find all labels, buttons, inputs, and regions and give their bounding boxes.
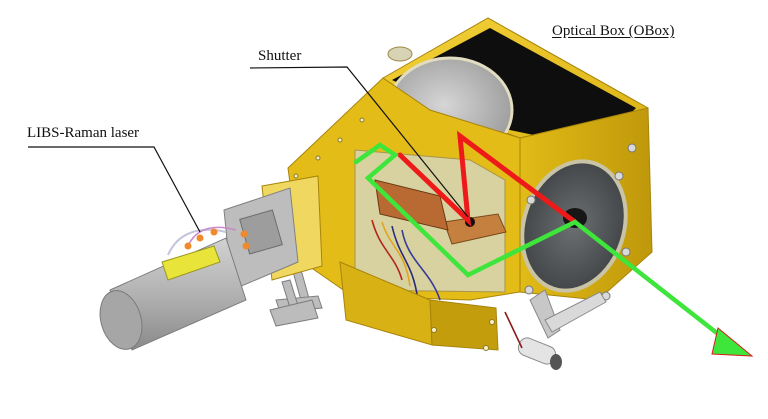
optical-box (275, 17, 653, 370)
laser-support (269, 279, 319, 327)
wiring (371, 219, 441, 301)
optical-box-label: Optical Box (OBox) (552, 23, 675, 39)
beam-arrowhead (711, 327, 754, 357)
beam-paths (353, 130, 754, 357)
leader-lines (28, 66, 469, 233)
shutter-leader (249, 66, 469, 218)
laser-label: LIBS-Raman laser (27, 125, 140, 141)
top-knob (387, 46, 413, 62)
laser-fittings (167, 226, 250, 256)
laser-leader (28, 146, 201, 233)
libs-raman-laser (99, 175, 323, 351)
output-mount (504, 289, 607, 370)
shutter-board (443, 213, 507, 245)
shutter-label: Shutter (258, 48, 302, 64)
lower-enclosure-front (429, 299, 499, 351)
outgoing-beam-green (353, 142, 739, 351)
copper-cards (374, 179, 449, 231)
frame-bolts (293, 117, 495, 351)
window-bolts (524, 143, 637, 301)
dsub-connector (161, 245, 221, 281)
laser-end-cap (99, 290, 143, 350)
internal-beam-red (397, 130, 578, 227)
